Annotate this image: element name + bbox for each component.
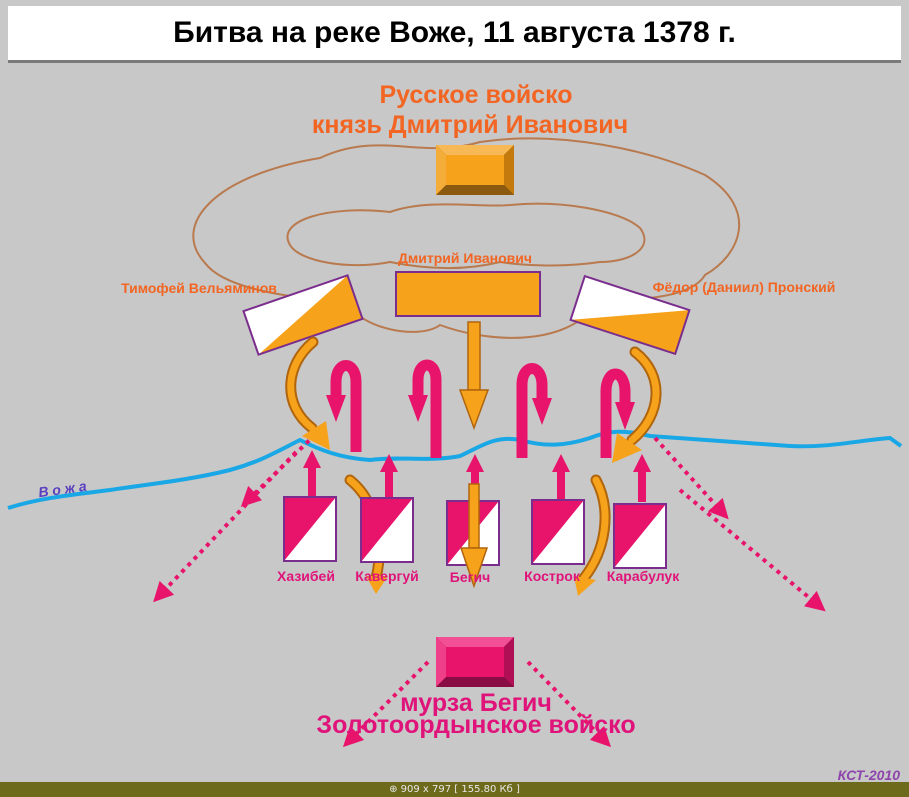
center-commander-label: Дмитрий Иванович <box>398 250 532 266</box>
russian-center-breakthrough-arrow <box>459 483 489 589</box>
horde-u-turn-arrowheads <box>326 395 635 430</box>
camp-outline-inner <box>286 202 646 270</box>
horde-unit-label-begich: Бегич <box>450 569 490 585</box>
horde-unit-label-khazibei: Хазибей <box>277 568 335 584</box>
russian-center-arrow <box>458 321 490 431</box>
image-viewer-status-bar: ⊕ 909 x 797 [ 155.80 Кб ] <box>0 782 909 797</box>
page-title: Битва на реке Воже, 11 августа 1378 г. <box>173 16 736 49</box>
russian-flank-attack-arrows <box>285 336 662 596</box>
horde-unit-khazibei <box>283 496 337 562</box>
image-size-status: 909 x 797 [ 155.80 Кб ] <box>400 784 520 795</box>
horde-unit-label-kavergui: Кавергуй <box>355 568 419 584</box>
russian-army-label: Русское войско <box>379 81 572 109</box>
horde-unit-kostrok <box>531 499 585 565</box>
russian-left-regiment <box>242 274 364 356</box>
russian-center-regiment <box>395 271 541 317</box>
horde-u-turn-arrows <box>330 359 631 458</box>
horde-unit-kavergui <box>360 497 414 563</box>
zoom-icon: ⊕ <box>389 784 401 795</box>
horde-reserve-unit <box>436 637 514 687</box>
title-banner: Битва на реке Воже, 11 августа 1378 г. <box>8 6 901 63</box>
horde-army-label: Золотоордынское войско <box>316 711 635 739</box>
horde-unit-label-kostrok: Кострок <box>524 568 581 584</box>
left-commander-label: Тимофей Вельяминов <box>121 280 277 296</box>
horde-flank-dotted-arrows <box>153 426 826 748</box>
right-commander-label: Фёдор (Даниил) Пронский <box>653 279 836 295</box>
camp-outline-outer <box>192 137 741 339</box>
horde-unit-label-karabuluk: Карабулук <box>607 568 680 584</box>
river-label: В о ж а <box>37 478 87 501</box>
horde-commander-label: мурза Бегич <box>400 689 552 717</box>
russian-right-regiment <box>569 274 691 356</box>
author-credit: КСТ-2010 <box>838 767 901 782</box>
russian-reserve-unit <box>436 145 514 195</box>
russian-commander-label: князь Дмитрий Иванович <box>312 111 628 139</box>
river-vozha <box>7 429 903 510</box>
horde-unit-karabuluk <box>613 503 667 569</box>
